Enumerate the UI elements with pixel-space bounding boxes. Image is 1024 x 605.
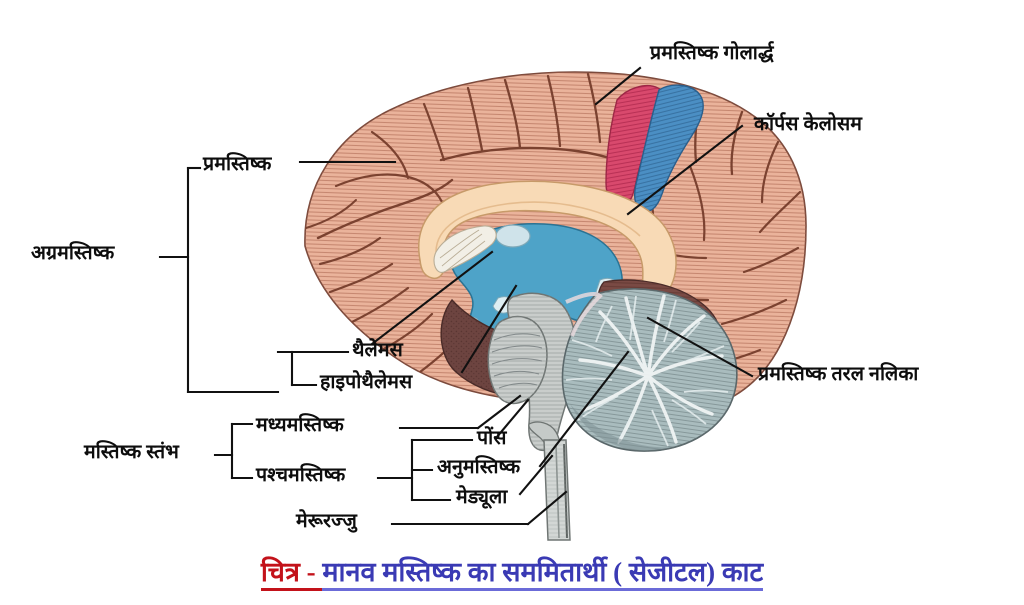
label-cerebral-aqueduct: प्रमस्तिष्क तरल नलिका	[758, 364, 919, 385]
postcentral-gyrus-blue	[634, 84, 704, 212]
label-brainstem: मस्तिष्क स्तंभ	[84, 442, 179, 463]
brainstem	[487, 292, 577, 463]
label-cerebrum: प्रमस्तिष्क	[203, 154, 272, 175]
label-forebrain: अग्रमस्तिष्क	[31, 243, 115, 264]
label-cerebral-hemisphere: प्रमस्तिष्क गोलार्द्ध	[650, 43, 774, 64]
label-thalamus: थैलेमस	[352, 340, 403, 361]
caption-main: मानव मस्तिष्क का सममितार्थी ( सेजीटल) का…	[322, 557, 764, 591]
label-medulla: मेड्यूला	[456, 487, 508, 508]
cortex-sulci	[305, 72, 802, 397]
pons-fibers	[491, 333, 543, 389]
label-pons: पोंस	[477, 428, 507, 449]
figure-caption: चित्र - मानव मस्तिष्क का सममितार्थी ( से…	[0, 557, 1024, 591]
label-corpus-callosum: कॉर्पस केलोसम	[754, 114, 863, 135]
precentral-gyrus-pink	[605, 84, 666, 206]
fornix-septum	[433, 225, 497, 273]
label-cerebellum: अनुमस्तिष्क	[437, 457, 521, 478]
label-hindbrain: पश्चमस्तिष्क	[256, 465, 346, 486]
spinal-cord	[543, 439, 571, 541]
label-spinal-cord: मेरूरज्जु	[296, 511, 357, 532]
label-midbrain: मध्यमस्तिष्क	[256, 415, 344, 436]
label-hypothalamus: हाइपोथैलेमस	[320, 372, 413, 393]
tentorium-membrane	[565, 292, 603, 337]
caption-prefix: चित्र -	[260, 557, 323, 591]
cerebellum	[561, 288, 738, 452]
leader-lines	[158, 66, 754, 526]
massa-intermedia	[495, 224, 531, 248]
